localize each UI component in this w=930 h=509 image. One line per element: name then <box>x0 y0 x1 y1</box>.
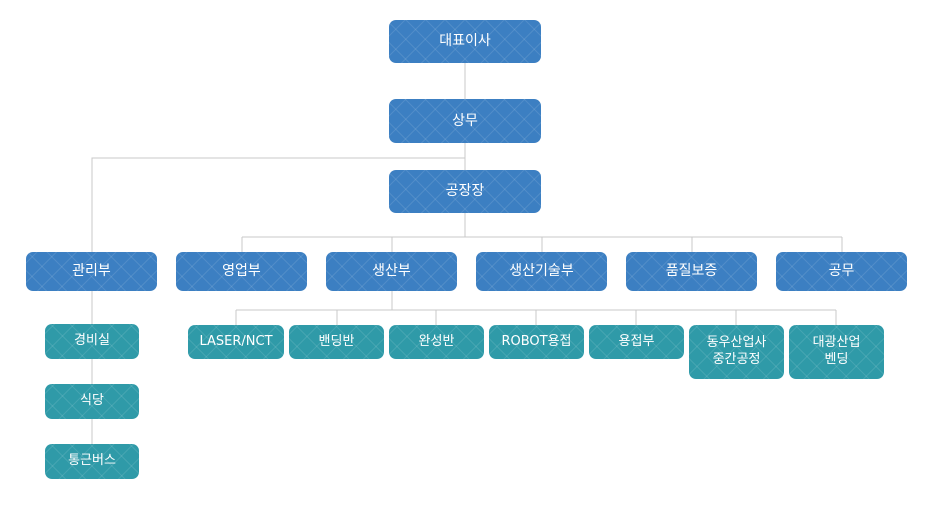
dongwoo-unit-box: 동우산업사 중간공정 <box>689 325 784 379</box>
welding-unit-box: 용접부 <box>589 325 684 359</box>
laser-nct-unit-box: LASER/NCT <box>188 325 284 359</box>
quality-dept-box: 품질보증 <box>626 252 757 291</box>
engineering-dept-box: 공무 <box>776 252 907 291</box>
robot-welding-unit-box: ROBOT용접 <box>489 325 584 359</box>
ceo-box: 대표이사 <box>389 20 541 63</box>
connector-executive-admin <box>91 157 465 252</box>
executive-box: 상무 <box>389 99 541 143</box>
production-tech-dept-box: 생산기술부 <box>476 252 607 291</box>
bending-unit-box: 밴딩반 <box>289 325 384 359</box>
connector-production-units <box>235 291 837 325</box>
admin-dept-box: 관리부 <box>26 252 157 291</box>
cafeteria-unit-box: 식당 <box>45 384 139 419</box>
shuttle-unit-box: 통근버스 <box>45 444 139 479</box>
connector-plant-departments <box>241 213 843 252</box>
production-dept-box: 생산부 <box>326 252 457 291</box>
plant-manager-box: 공장장 <box>389 170 541 213</box>
sales-dept-box: 영업부 <box>176 252 307 291</box>
daegwang-unit-box: 대광산업 벤딩 <box>789 325 884 379</box>
finishing-unit-box: 완성반 <box>389 325 484 359</box>
security-unit-box: 경비실 <box>45 324 139 359</box>
